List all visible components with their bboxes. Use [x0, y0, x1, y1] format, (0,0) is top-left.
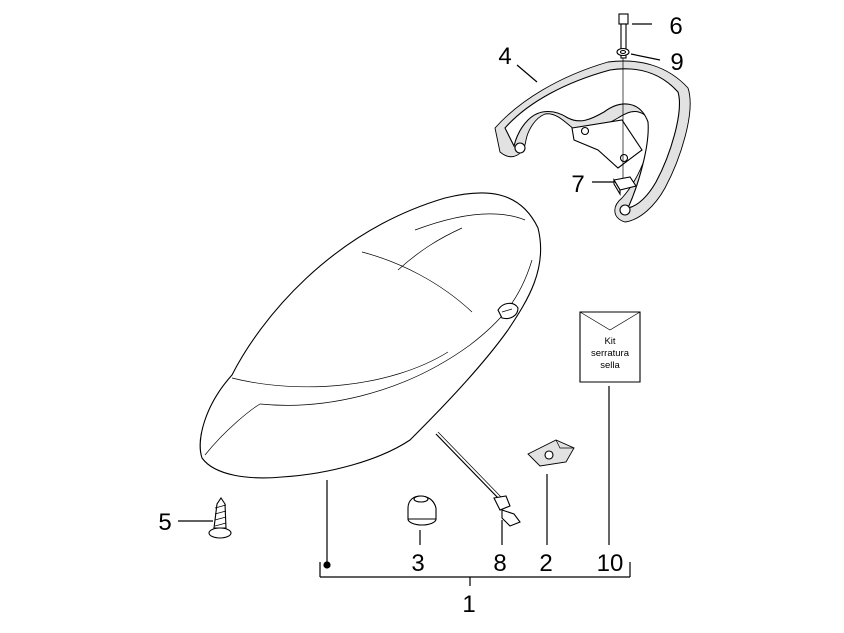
callout-10: 10 — [597, 550, 624, 577]
grab-handle — [494, 60, 691, 223]
callout-6: 6 — [669, 13, 682, 40]
callout-2: 2 — [539, 550, 552, 577]
callout-7: 7 — [571, 171, 584, 198]
kit-envelope: Kit serratura sella — [579, 311, 641, 383]
washer — [616, 47, 630, 57]
rubber-buffer — [407, 495, 437, 526]
kit-label-line1: Kit — [604, 336, 615, 347]
bolt — [618, 13, 629, 59]
screw — [208, 497, 232, 539]
leader-lines — [178, 23, 661, 586]
seat — [199, 192, 542, 479]
latch-bracket — [527, 439, 575, 467]
clip-nut — [613, 176, 637, 196]
callout-3: 3 — [411, 550, 424, 577]
kit-label-line3: sella — [600, 360, 620, 371]
callout-9: 9 — [670, 49, 683, 76]
callout-5: 5 — [158, 509, 171, 536]
lock-cable — [435, 431, 521, 527]
callout-8: 8 — [493, 550, 506, 577]
kit-label-line2: serratura — [591, 348, 630, 359]
callout-1: 1 — [462, 591, 475, 618]
callout-4: 4 — [498, 43, 511, 70]
leader-dot — [323, 561, 331, 569]
